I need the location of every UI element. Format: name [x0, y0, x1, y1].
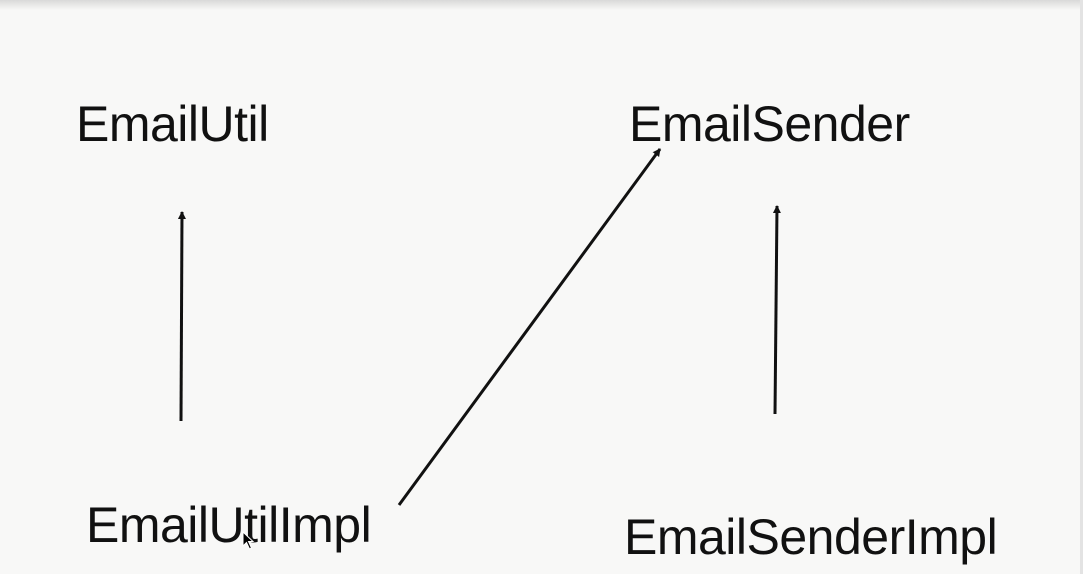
node-email-util: EmailUtil — [76, 96, 269, 152]
right-edge-border — [1080, 0, 1083, 574]
arrow-sender-impl-to-sender — [772, 205, 781, 415]
top-shadow — [0, 0, 1083, 10]
arrow-util-impl-to-sender — [397, 148, 662, 506]
mouse-pointer-icon — [242, 531, 255, 550]
arrow-util-impl-to-util — [177, 211, 186, 422]
node-email-util-impl: EmailUtilImpl — [86, 497, 372, 553]
node-email-sender-impl: EmailSenderImpl — [624, 509, 998, 565]
node-email-sender: EmailSender — [629, 96, 910, 152]
